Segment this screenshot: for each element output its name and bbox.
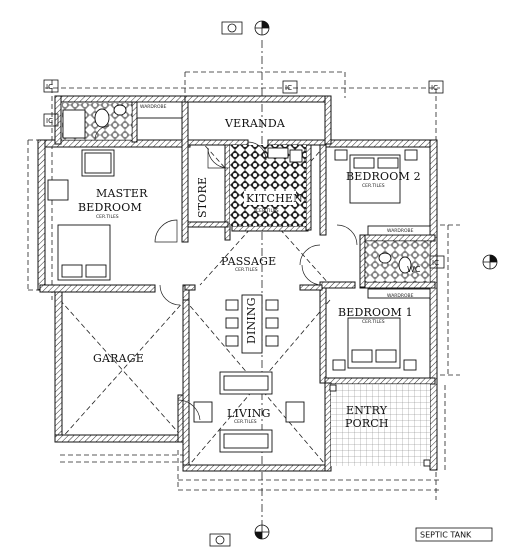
shower: [62, 109, 86, 139]
ic-tag: IC: [43, 79, 59, 93]
walls: [37, 95, 438, 472]
floor-finish-label: CER.TILES: [362, 183, 385, 189]
floor-finish-label: CER.TILES: [234, 419, 257, 425]
armchair: [193, 401, 213, 423]
room-label-living: LIVING: [227, 407, 271, 420]
nightstand: [332, 359, 346, 371]
armchair: [47, 179, 69, 201]
room-label-master-bedroom: BEDROOM: [78, 201, 142, 214]
ic-tag: IC: [428, 80, 444, 94]
svg-text:IC: IC: [46, 83, 53, 91]
ic-tag: IC: [429, 255, 445, 269]
furniture: [47, 101, 431, 453]
floor-finish-label: CER.TILES: [235, 267, 258, 273]
ic-tag: IC: [43, 113, 59, 127]
grid-marker-icon: [482, 254, 498, 270]
svg-text:IC: IC: [432, 259, 439, 267]
room-label-bedroom-2: BEDROOM 2: [346, 170, 421, 183]
ic-tag: IC: [282, 80, 298, 94]
room-label-dining: DINING: [245, 297, 258, 344]
wardrobe-label: WARDROBE: [140, 104, 167, 110]
grid-marker-icon: [254, 20, 270, 36]
nightstand: [404, 149, 418, 161]
wardrobe: [367, 225, 431, 236]
basin: [378, 252, 392, 264]
floor-finish-label: CER.TILES: [256, 208, 279, 214]
toilet: [94, 108, 110, 128]
nightstand: [334, 149, 348, 161]
room-label-kitchen: KITCHEN: [246, 192, 303, 205]
svg-text:IC: IC: [285, 84, 292, 92]
wardrobe: [367, 288, 431, 299]
svg-text:IC: IC: [431, 84, 438, 92]
toilet: [398, 256, 412, 274]
room-label-store: STORE: [196, 177, 209, 218]
room-label-entry-porch: PORCH: [345, 417, 389, 430]
wc-label: WC: [407, 265, 421, 274]
floor-finish-label: CER.TILES: [96, 214, 119, 220]
wardrobe-label: WARDROBE: [387, 293, 414, 299]
floor-finish-label: CER.TILES: [362, 319, 385, 325]
wardrobe-label: WARDROBE: [387, 228, 414, 234]
septic-tank-tag: SEPTIC TANK: [415, 527, 493, 542]
door-swings: [94, 125, 358, 421]
nightstand: [403, 359, 417, 371]
porch-column: [423, 459, 431, 467]
room-label-bedroom-1: BEDROOM 1: [338, 306, 413, 319]
basin: [113, 104, 127, 116]
room-label-master-bedroom: MASTER: [96, 187, 148, 200]
wardrobe: [136, 101, 183, 119]
inspection-chamber-icon: [221, 21, 243, 35]
porch-floor: [331, 384, 430, 466]
armchair: [285, 401, 305, 423]
grid-marker-icon: [254, 524, 270, 540]
room-label-garage: GARAGE: [93, 352, 144, 365]
porch-column: [329, 384, 337, 392]
inspection-chamber-icon: [209, 533, 231, 547]
room-label-entry-porch: ENTRY: [346, 404, 388, 417]
svg-text:IC: IC: [46, 117, 53, 125]
svg-text:SEPTIC TANK: SEPTIC TANK: [420, 531, 472, 540]
wc-floor: [365, 241, 430, 282]
room-label-veranda: VERANDA: [224, 117, 286, 130]
dining-table: [241, 294, 263, 354]
kitchen-label-bg: [244, 191, 296, 205]
room-label-passage: PASSAGE: [221, 255, 276, 268]
stove: [289, 149, 303, 163]
